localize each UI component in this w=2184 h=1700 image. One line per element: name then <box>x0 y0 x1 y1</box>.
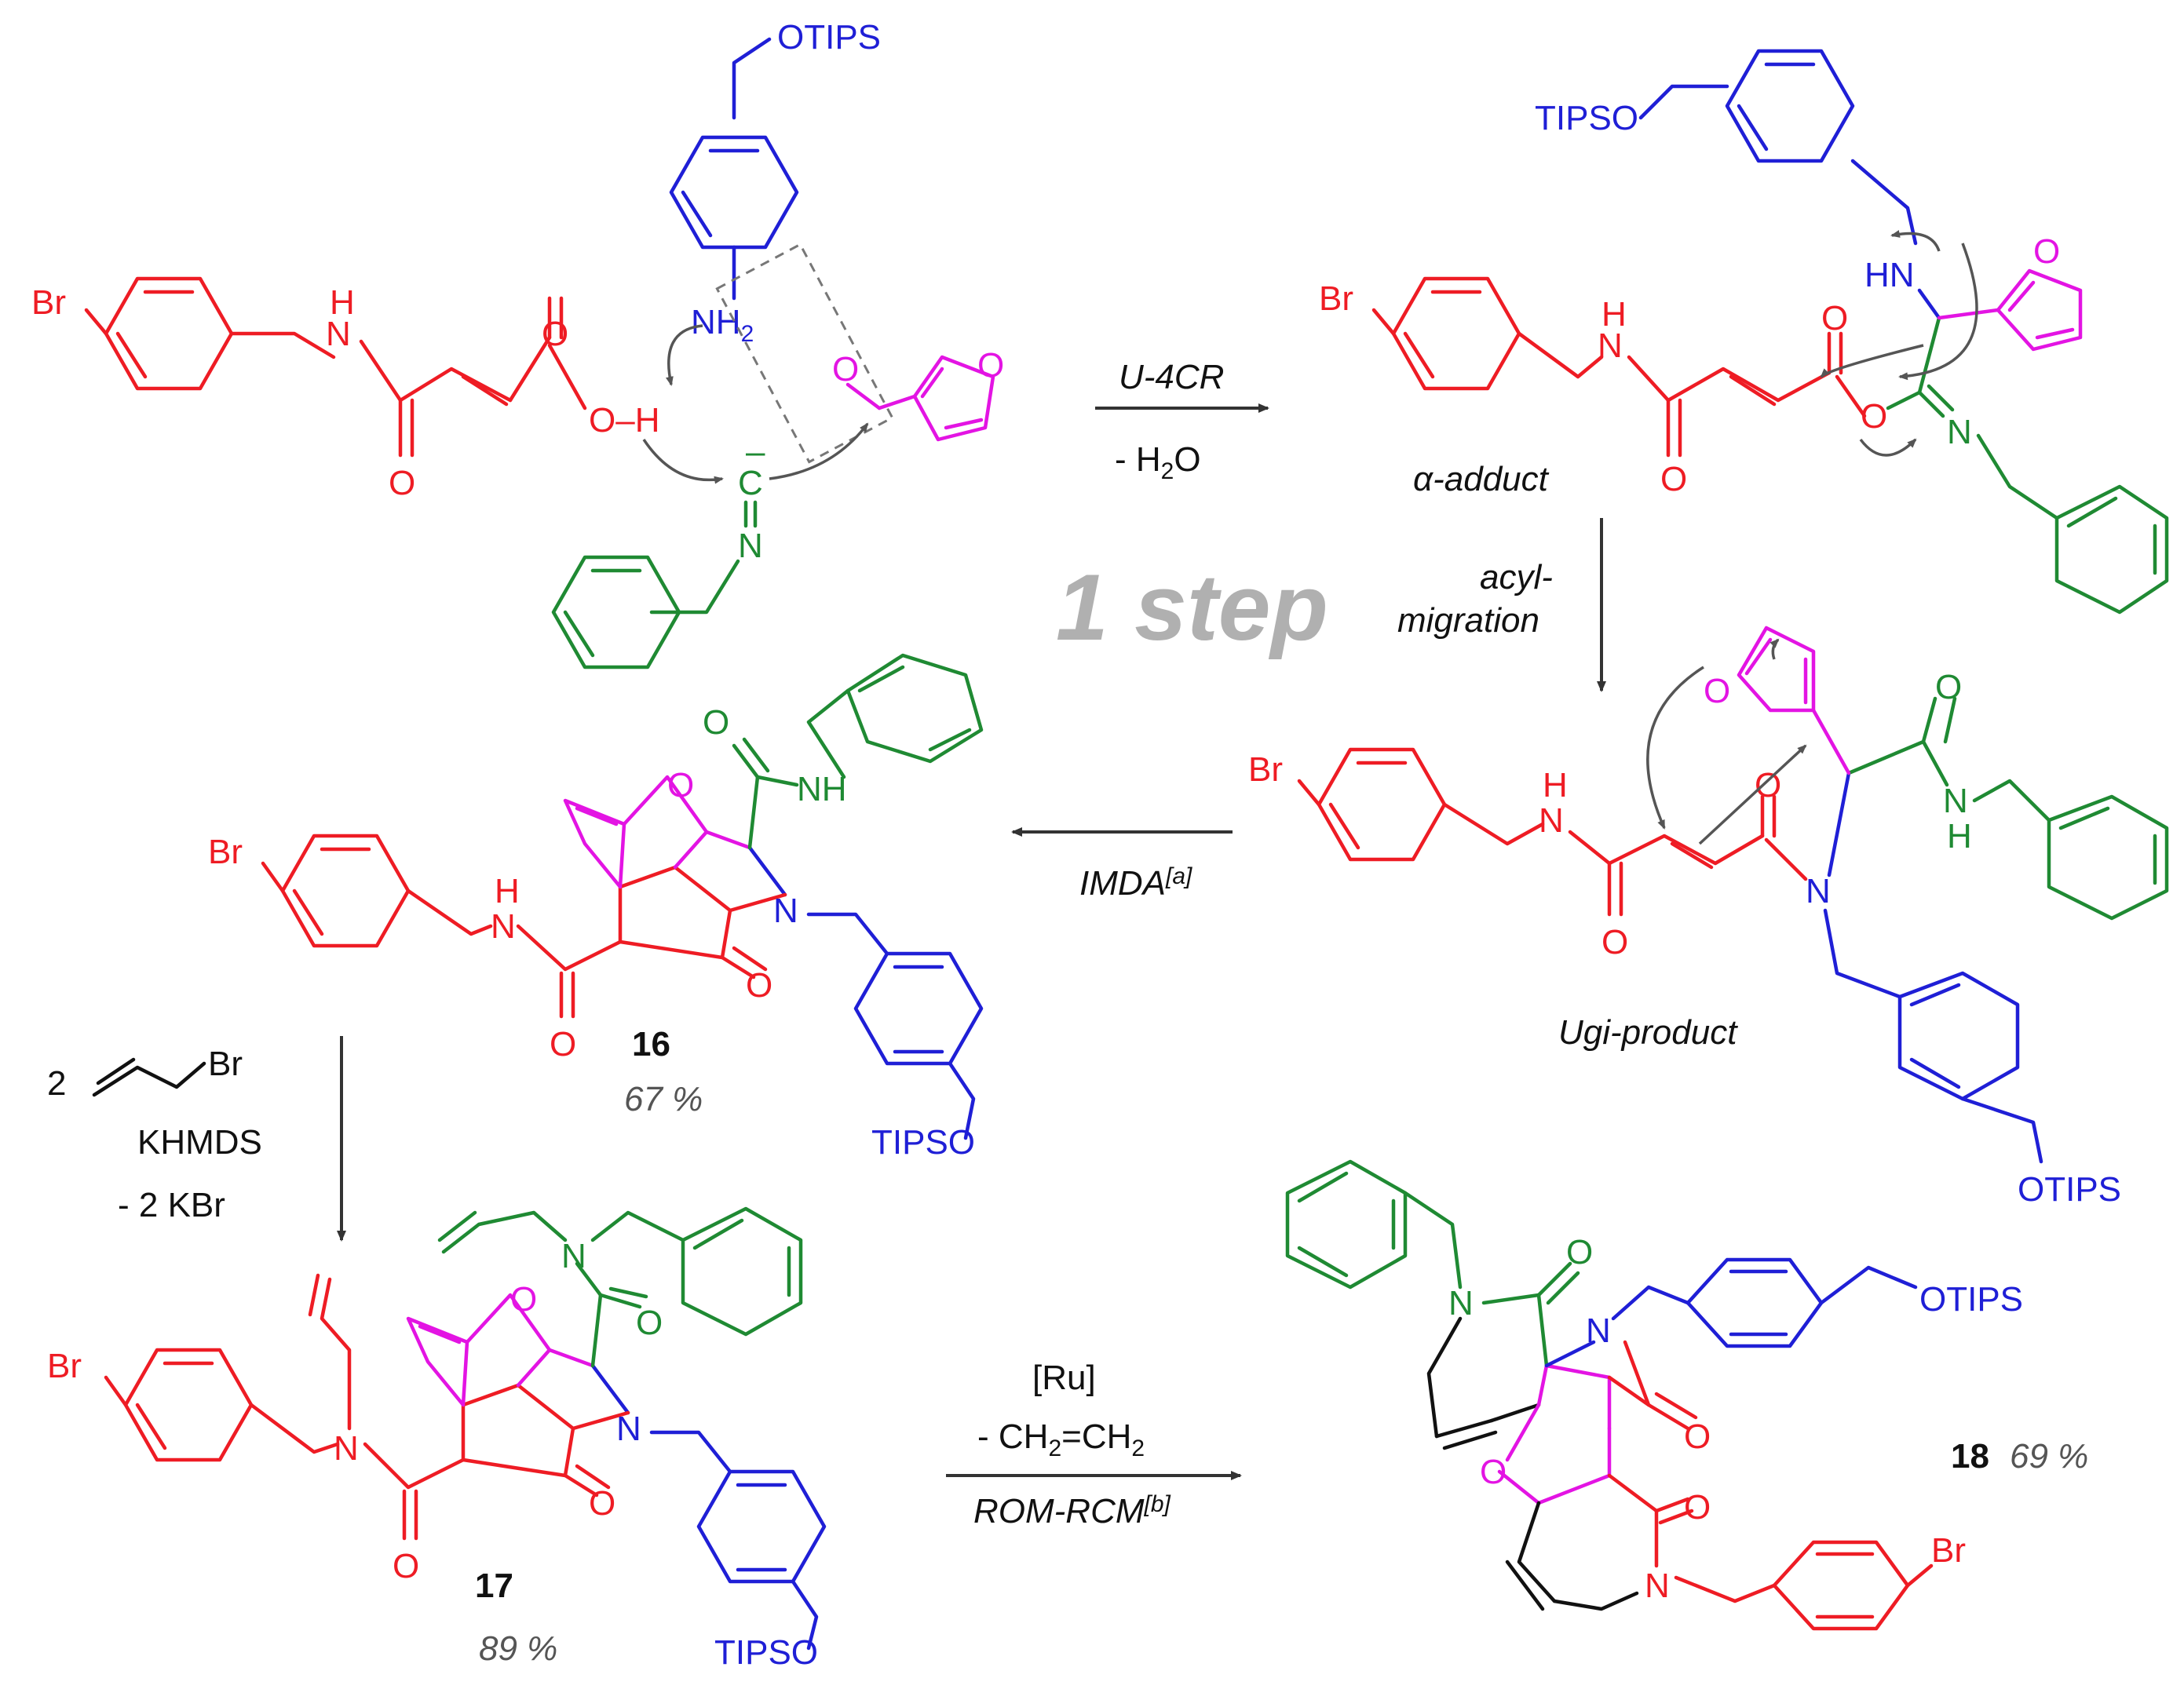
kbr-label: - 2 KBr <box>118 1186 225 1224</box>
allyl-br: Br <box>208 1045 243 1083</box>
arrow-allylation: 2 Br KHMDS - 2 KBr <box>47 1036 346 1242</box>
c16-yield: 67 % <box>624 1080 703 1118</box>
ethylene-label: - CH2=CH2 <box>977 1417 1145 1461</box>
c17-n3: N <box>561 1237 586 1275</box>
ugi-n: N <box>1539 801 1564 840</box>
bromobenzylamide-acid: Br N H O O O–H <box>31 276 659 502</box>
c16-o3: O <box>703 703 729 742</box>
ugi-n2: N <box>1806 872 1831 910</box>
acid-o: O <box>542 315 568 353</box>
ugi-furan-o: O <box>1704 672 1730 710</box>
ugi-o3: O <box>1935 668 1962 706</box>
alpha-hn: HN <box>1864 256 1915 294</box>
watermark-one-step: 1 step <box>1056 555 1328 660</box>
arrow-rom-rcm: [Ru] - CH2=CH2 ROM-RCM[b] <box>946 1359 1242 1530</box>
minus-water-label: - H2O <box>1115 440 1201 484</box>
ru-catalyst-label: [Ru] <box>1032 1359 1096 1397</box>
nh2-label: NH2 <box>691 303 754 347</box>
alpha-tipso: TIPSO <box>1535 99 1638 137</box>
c18-n2: N <box>1586 1311 1611 1350</box>
isocyanide-reagent: – C N <box>551 432 765 669</box>
ugi-otips: OTIPS <box>2018 1170 2121 1209</box>
c18-o1: O <box>1566 1233 1593 1271</box>
c16-number: 16 <box>632 1025 670 1063</box>
c18-n3: N <box>1645 1567 1670 1605</box>
rom-rcm-label: ROM-RCM[b] <box>973 1491 1171 1530</box>
c17-yield: 89 % <box>479 1629 557 1668</box>
c18-yield: 69 % <box>2010 1437 2088 1476</box>
c17-tipso: TIPSO <box>714 1633 818 1672</box>
c17-number: 17 <box>475 1567 513 1605</box>
c16-h: H <box>495 872 520 910</box>
ugi-br: Br <box>1248 750 1283 789</box>
c17-n1: N <box>334 1429 359 1468</box>
acid-oh: O–H <box>589 401 659 440</box>
c16-nh: NH <box>797 770 847 808</box>
compound-17: Br N O O O N TIPSO O N <box>47 1206 827 1672</box>
furan-o-label: O <box>977 346 1004 385</box>
ugi-h: H <box>1543 766 1568 804</box>
compound-18: N O O N O OTIPS O N <box>1285 1159 2088 1631</box>
ugi-nh-h: H <box>1947 817 1972 855</box>
arrow-imda: IMDA[a] <box>1011 827 1233 903</box>
ugi-product-label: Ugi-product <box>1558 1013 1738 1052</box>
curved-arrows-step1 <box>642 324 869 484</box>
c18-o2: O <box>1684 1417 1711 1456</box>
alpha-o2: O <box>1821 299 1848 337</box>
alpha-n: N <box>1598 327 1623 365</box>
c17-br: Br <box>47 1347 82 1385</box>
khmds-label: KHMDS <box>137 1123 262 1162</box>
c18-otips: OTIPS <box>1919 1280 2023 1319</box>
alpha-adduct: TIPSO HN Br N H O O O N <box>1319 49 2169 615</box>
otips-label: OTIPS <box>777 18 881 57</box>
ugi-nh-n: N <box>1943 782 1968 820</box>
br-label: Br <box>31 283 66 322</box>
c17-n2: N <box>616 1410 641 1448</box>
acyl-label: acyl- <box>1480 558 1553 596</box>
c16-bridge-o: O <box>667 766 694 804</box>
imda-label: IMDA[a] <box>1079 863 1192 903</box>
alpha-h: H <box>1601 295 1627 334</box>
amide-h: H <box>330 283 355 322</box>
compound-16: Br N H O O O N TIPSO O NH <box>208 653 984 1162</box>
ugi-o1: O <box>1601 923 1628 961</box>
amide-o: O <box>389 464 415 502</box>
c16-tipso: TIPSO <box>871 1123 975 1162</box>
c16-n2: N <box>773 892 798 930</box>
arrow-acyl-migration: acyl- migration <box>1397 518 1606 692</box>
c18-number: 18 <box>1951 1437 1989 1476</box>
isocyanide-n: N <box>738 527 763 565</box>
alpha-br: Br <box>1319 279 1353 318</box>
c18-n1: N <box>1448 1284 1474 1322</box>
ugi-product: Br N H O O N OTIPS O N H <box>1248 626 2169 1209</box>
aldehyde-o: O <box>832 350 859 389</box>
isocyanide-minus: – <box>746 432 765 471</box>
c17-o2: O <box>589 1484 615 1523</box>
c17-o3: O <box>636 1304 663 1342</box>
isocyanide-c: C <box>738 464 763 502</box>
alpha-adduct-label: α-adduct <box>1413 460 1550 498</box>
u4cr-label: U-4CR <box>1119 358 1224 396</box>
alpha-furan-o: O <box>2033 232 2060 271</box>
c17-bridge-o: O <box>510 1280 537 1319</box>
c18-br: Br <box>1931 1531 1966 1570</box>
arrow-u4cr: U-4CR - H2O <box>1095 358 1269 484</box>
c18-o3: O <box>1684 1488 1711 1527</box>
alpha-o3: O <box>1861 397 1887 436</box>
amine-reagent: OTIPS NH2 <box>669 18 881 347</box>
c17-o1: O <box>393 1547 419 1585</box>
dashed-box <box>715 243 894 464</box>
amide-n: N <box>326 315 351 353</box>
c16-o1: O <box>550 1025 576 1063</box>
c16-br: Br <box>208 833 243 871</box>
c16-o2: O <box>746 966 772 1005</box>
migration-label: migration <box>1397 601 1539 640</box>
aldehyde-reagent: O O <box>715 243 1004 464</box>
allyl-count: 2 <box>47 1064 66 1103</box>
c16-n: N <box>491 907 516 946</box>
alpha-o1: O <box>1660 460 1687 498</box>
alpha-n2: N <box>1947 413 1972 451</box>
